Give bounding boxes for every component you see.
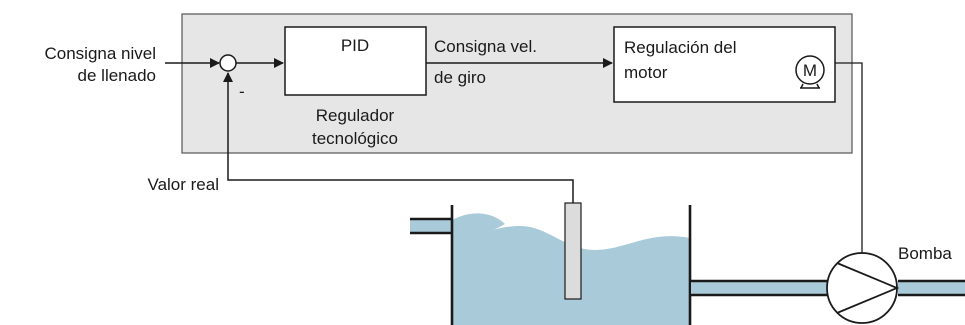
technology-controller-caption-line1: Regulador <box>316 106 395 125</box>
pump-outlet-water <box>898 282 965 294</box>
setpoint-label-line1: Consigna nivel <box>44 44 156 63</box>
minus-sign: - <box>239 82 245 101</box>
technology-controller-caption-line2: tecnológico <box>312 129 398 148</box>
pid-block <box>284 26 427 96</box>
speed-setpoint-label-line2: de giro <box>434 68 486 87</box>
summing-junction <box>219 54 237 72</box>
inflow-water-stream <box>452 213 505 266</box>
pump-icon <box>826 252 900 324</box>
motor-symbol-letter: M <box>803 61 817 80</box>
speed-setpoint-label-line1: Consigna vel. <box>434 37 537 56</box>
level-sensor <box>564 202 582 300</box>
pid-label: PID <box>341 36 369 55</box>
inflow-pipe-water <box>410 220 452 232</box>
motor-control-label-line1: Regulación del <box>624 38 736 57</box>
motor-icon <box>795 55 825 89</box>
setpoint-label-line2: de llenado <box>78 66 156 85</box>
feedback-line <box>223 72 574 203</box>
motor-to-pump-line <box>835 62 863 262</box>
outflow-pipe-water <box>691 282 828 294</box>
actual-value-label: Valor real <box>148 175 220 194</box>
motor-control-label-line2: motor <box>624 63 668 82</box>
pump-label: Bomba <box>898 244 952 263</box>
